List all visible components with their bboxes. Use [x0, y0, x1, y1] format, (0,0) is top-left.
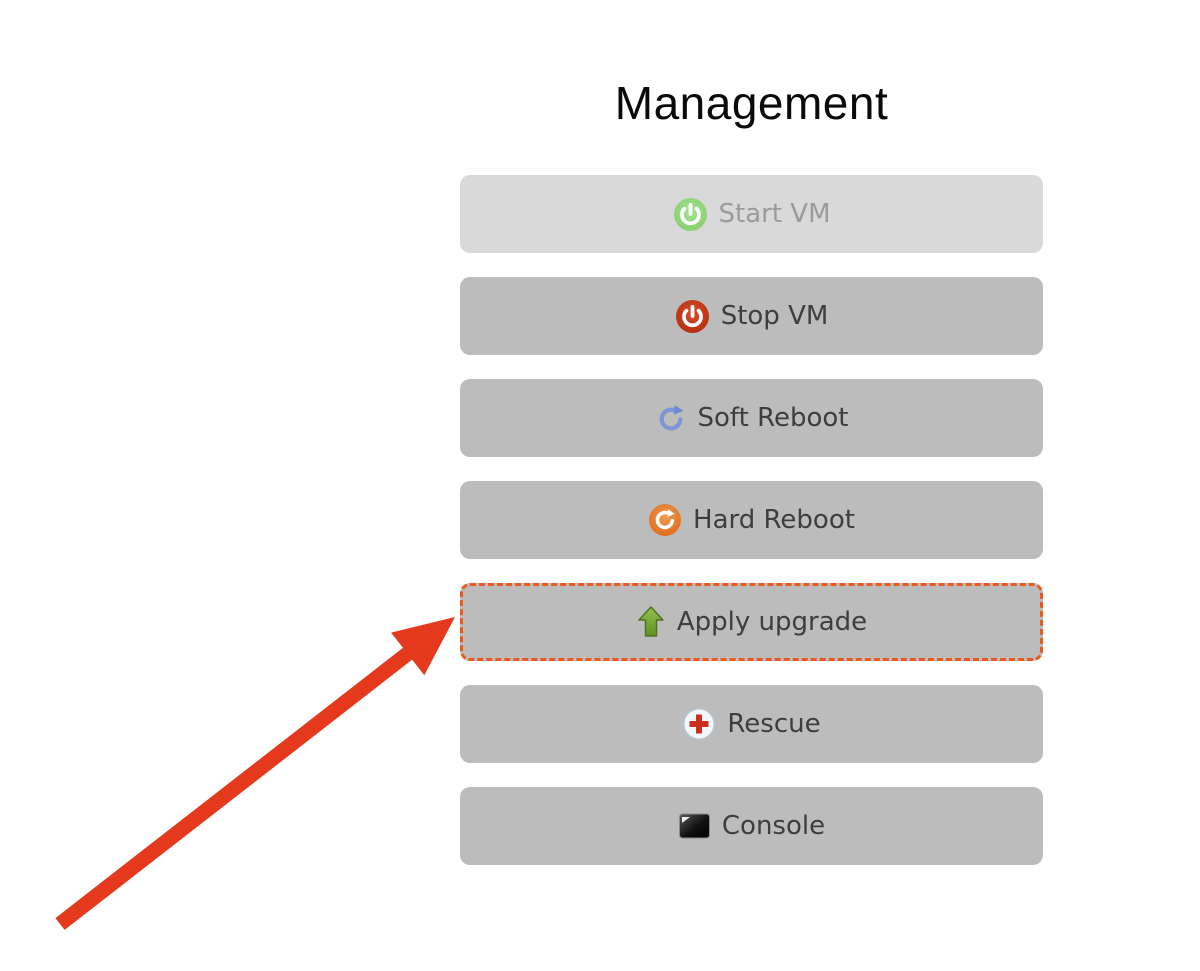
stop-vm-label: Stop VM [720, 301, 829, 331]
hard-reboot-label: Hard Reboot [693, 505, 855, 535]
upgrade-arrow-icon [636, 605, 666, 639]
rescue-label: Rescue [727, 709, 821, 739]
power-icon-green [673, 197, 708, 232]
rescue-icon [682, 707, 716, 741]
soft-reboot-icon [655, 402, 687, 434]
power-icon-red [675, 299, 710, 334]
soft-reboot-label: Soft Reboot [697, 403, 849, 433]
page-title: Management [614, 77, 889, 129]
rescue-button[interactable]: Rescue [460, 685, 1043, 763]
console-button[interactable]: Console [460, 787, 1043, 865]
start-vm-label: Start VM [718, 199, 831, 229]
stop-vm-button[interactable]: Stop VM [460, 277, 1043, 355]
hard-reboot-button[interactable]: Hard Reboot [460, 481, 1043, 559]
console-icon [678, 811, 711, 841]
soft-reboot-button[interactable]: Soft Reboot [460, 379, 1043, 457]
start-vm-button[interactable]: Start VM [460, 175, 1043, 253]
apply-upgrade-button[interactable]: Apply upgrade [460, 583, 1043, 661]
console-label: Console [721, 811, 826, 841]
management-button-stack: Start VM Stop VM [460, 175, 1043, 865]
hard-reboot-icon [648, 503, 682, 537]
apply-upgrade-label: Apply upgrade [676, 607, 868, 637]
